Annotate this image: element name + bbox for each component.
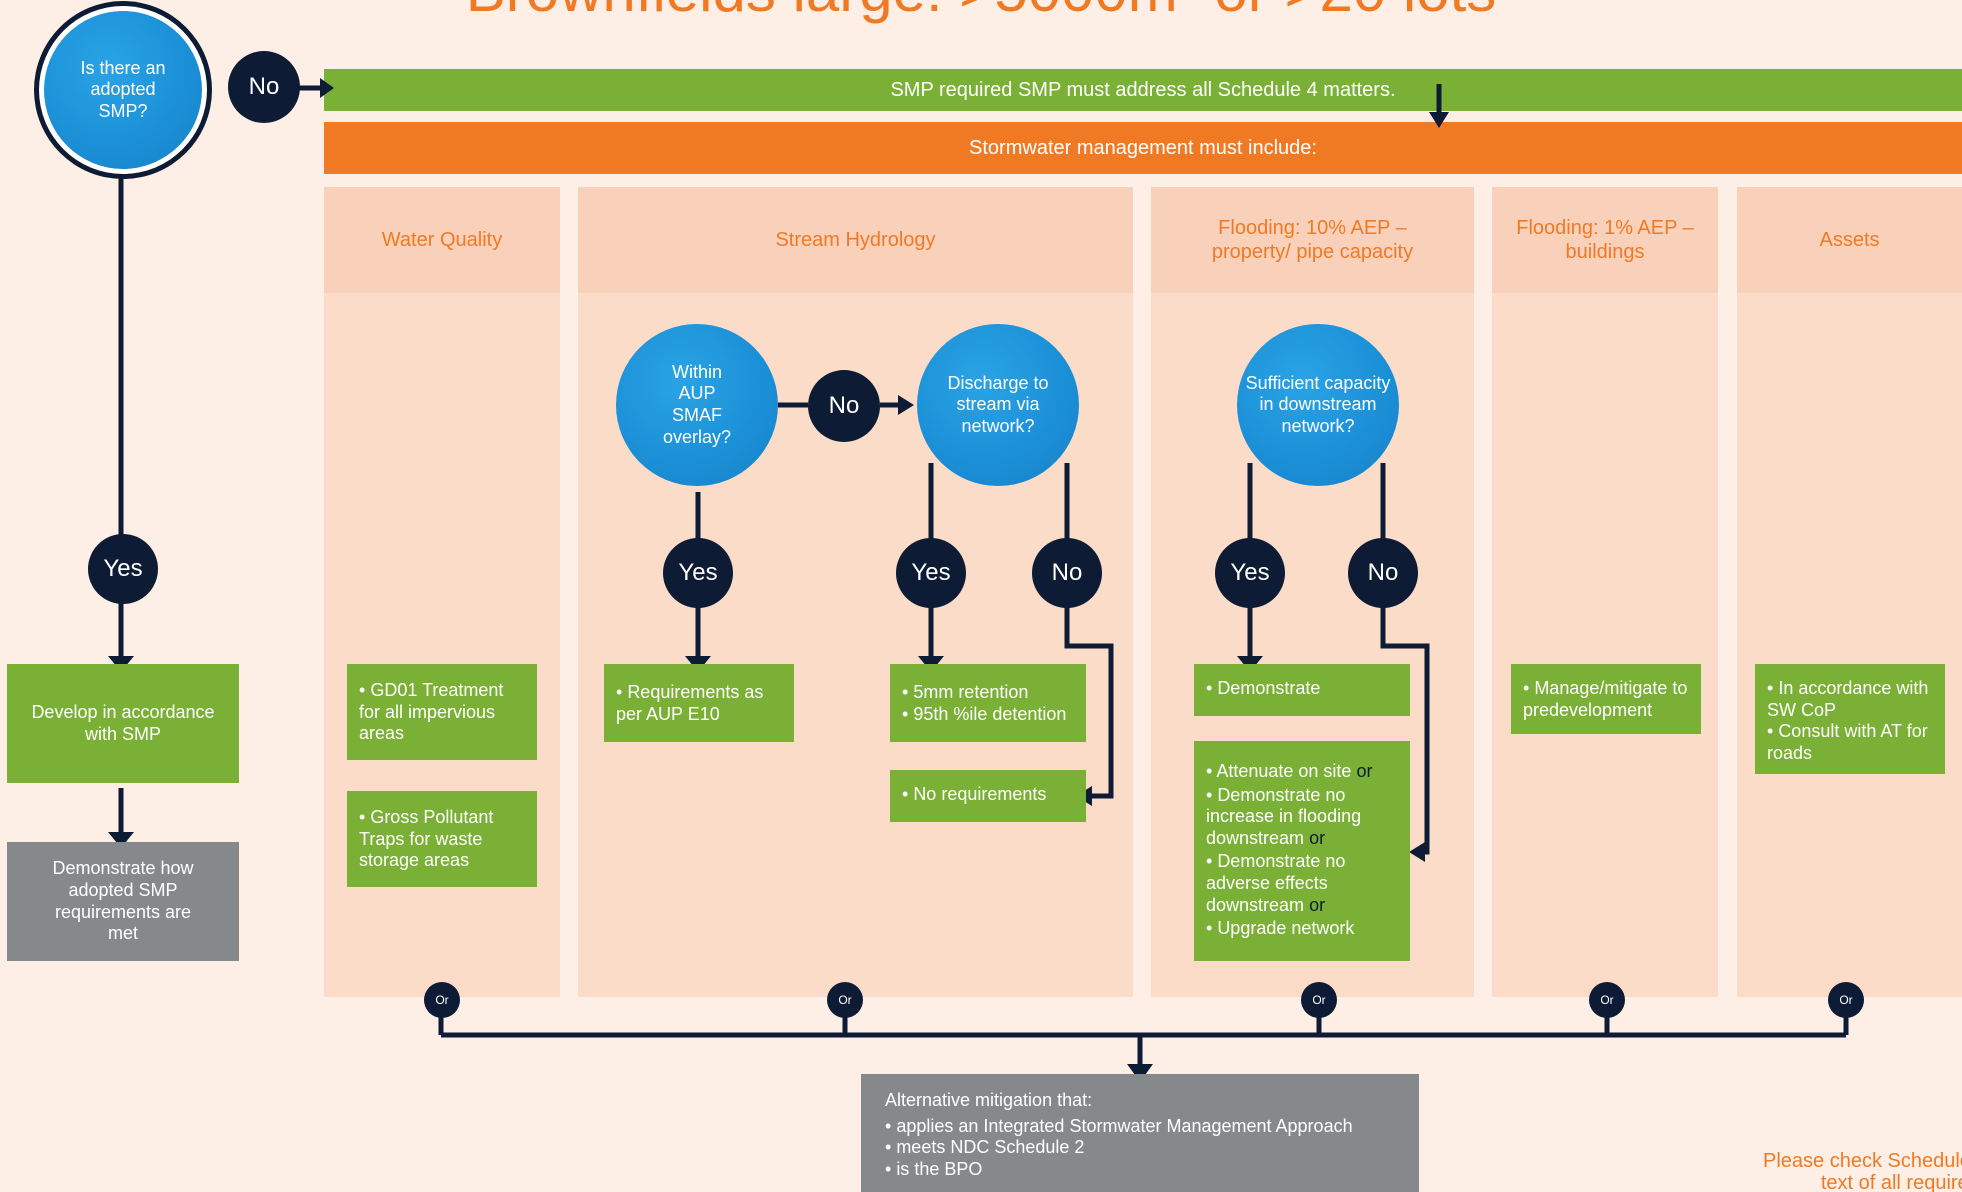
yes-node-discharge: Yes	[896, 538, 966, 608]
fl10-no-box: Attenuate on site or Demonstrate no incr…	[1194, 741, 1410, 961]
smp-question-text: Is there an adopted SMP?	[80, 57, 166, 121]
sh-no-requirements-box: No requirements	[890, 770, 1086, 822]
yes-node-smaf: Yes	[663, 538, 733, 608]
discharge-question-circle: Discharge to stream via network?	[917, 324, 1079, 486]
no-node-capacity: No	[1348, 538, 1418, 608]
footer-note-clip: Please check Schedule 4 for the full tex…	[1762, 1150, 1962, 1192]
or-node-flooding-10: Or	[1301, 982, 1337, 1018]
smaf-question-circle: Within AUP SMAF overlay?	[616, 324, 778, 486]
capacity-question-circle: Sufficient capacity in downstream networ…	[1237, 324, 1399, 486]
no-node-smaf: No	[808, 370, 880, 442]
alternative-item: • meets NDC Schedule 2	[885, 1137, 1085, 1158]
column-title: Water Quality	[324, 187, 560, 293]
no-node-discharge: No	[1032, 538, 1102, 608]
column-title: Flooding: 1% AEP – buildings	[1492, 187, 1718, 293]
column-title: Flooding: 10% AEP – property/ pipe capac…	[1151, 187, 1474, 293]
smp-required-bar: SMP required SMP must address all Schedu…	[324, 69, 1962, 111]
wq-box-2: Gross Pollutant Traps for waste storage …	[347, 791, 537, 887]
assets-box: In accordance with SW CoP Consult with A…	[1755, 664, 1945, 774]
column-assets: Assets	[1737, 187, 1962, 997]
alternative-item: • applies an Integrated Stormwater Manag…	[885, 1115, 1353, 1136]
or-node-stream-hydrology: Or	[827, 982, 863, 1018]
or-node-flooding-1: Or	[1589, 982, 1625, 1018]
smp-question-ring: Is there an adopted SMP?	[34, 1, 212, 179]
sh-retention-box: 5mm retention 95th %ile detention	[890, 664, 1086, 742]
demonstrate-box: Demonstrate how adopted SMP requirements…	[7, 842, 239, 961]
develop-box: Develop in accordance with SMP	[7, 664, 239, 783]
fl1-box: Manage/mitigate to predevelopment	[1511, 664, 1701, 734]
alternative-heading: Alternative mitigation that:	[885, 1090, 1093, 1110]
footer-note: Please check Schedule 4 for the full tex…	[1763, 1150, 1962, 1192]
yes-node-smp: Yes	[88, 534, 158, 604]
column-flooding-1: Flooding: 1% AEP – buildings	[1492, 187, 1718, 997]
smp-question-circle: Is there an adopted SMP?	[44, 11, 202, 169]
alternative-item: • is the BPO	[885, 1158, 983, 1179]
fl10-demonstrate-box: Demonstrate	[1194, 664, 1410, 716]
column-title: Stream Hydrology	[578, 187, 1133, 293]
yes-node-capacity: Yes	[1215, 538, 1285, 608]
wq-box-1: GD01 Treatment for all impervious areas	[347, 664, 537, 760]
sh-yes-box: Requirements as per AUP E10	[604, 664, 794, 742]
column-title: Assets	[1737, 187, 1962, 293]
stormwater-bar: Stormwater management must include:	[324, 122, 1962, 174]
or-node-water-quality: Or	[424, 982, 460, 1018]
or-node-assets: Or	[1828, 982, 1864, 1018]
no-node-smp: No	[228, 51, 300, 123]
page-title: Brownfields large: >5000m² or >20 lots	[0, 0, 1962, 25]
alternative-mitigation-box: Alternative mitigation that: • applies a…	[861, 1074, 1419, 1192]
